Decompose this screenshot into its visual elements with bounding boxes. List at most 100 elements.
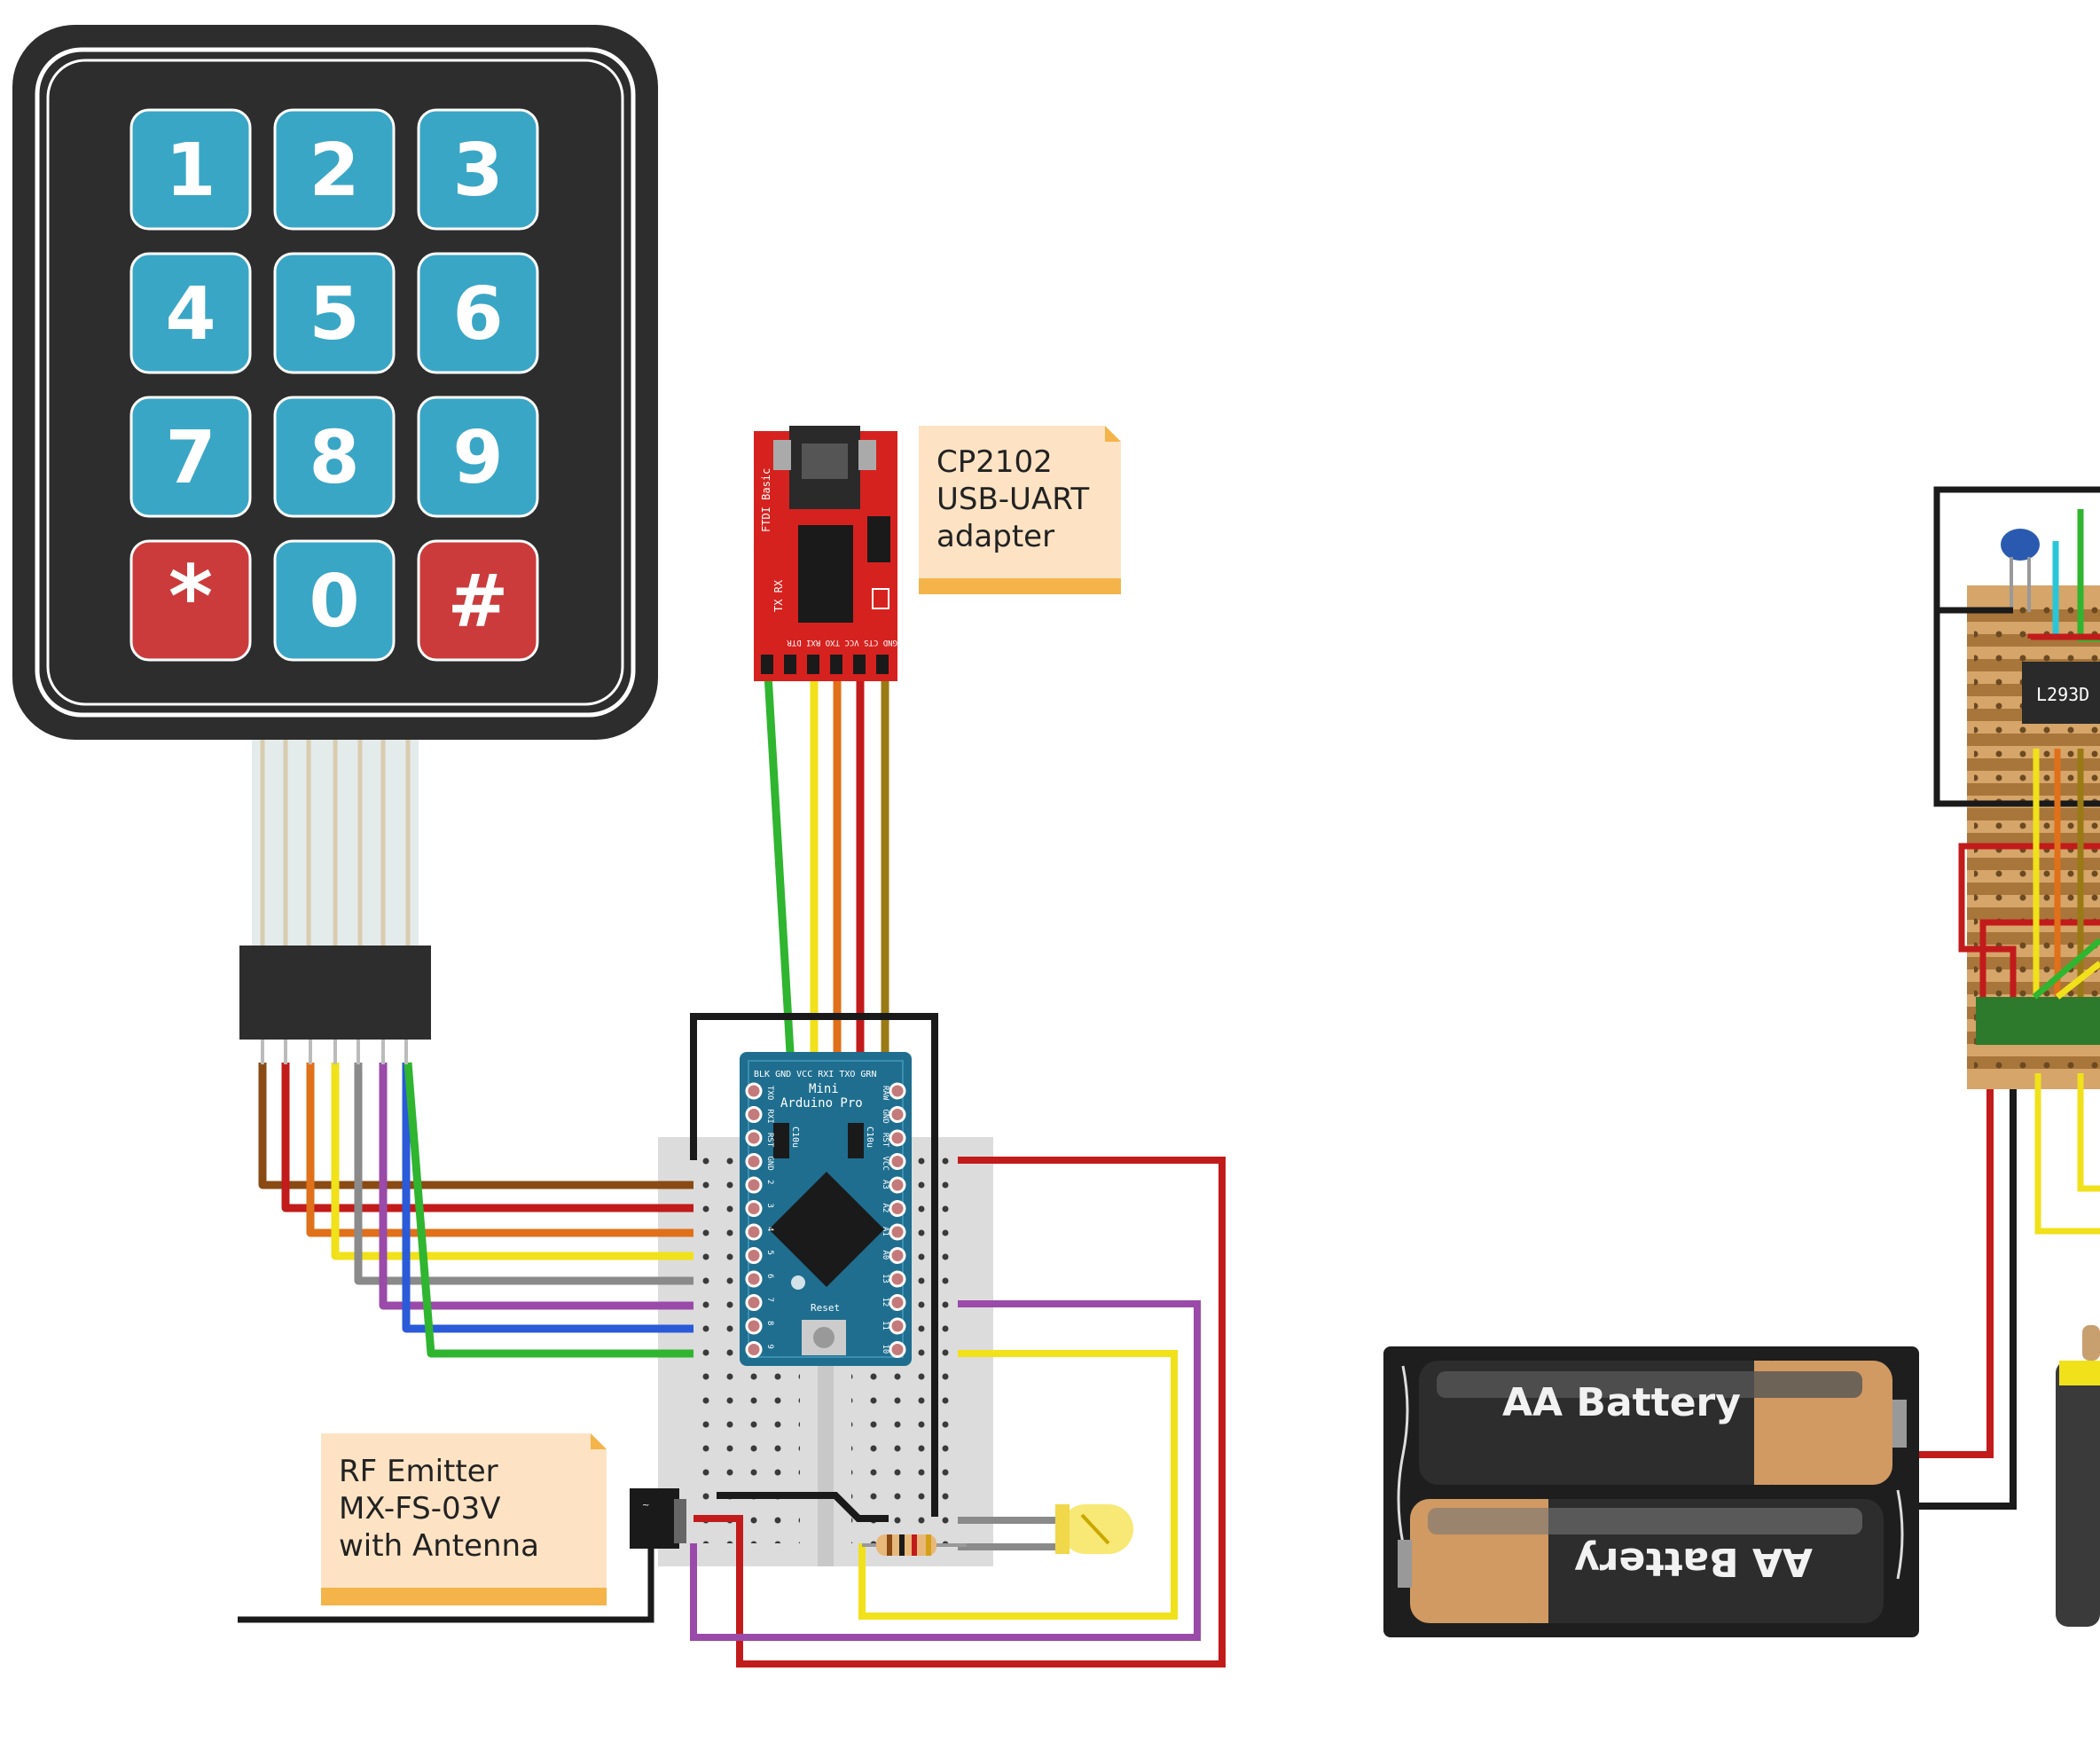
key-label: 1	[165, 129, 215, 213]
arduino-pin	[745, 1317, 763, 1335]
stripboard-wires	[1933, 486, 2100, 1235]
arduino-pin	[745, 1247, 763, 1264]
note-rf-emitter: RF Emitter MX-FS-03V with Antenna	[321, 1433, 607, 1605]
key-8[interactable]: 8	[273, 396, 396, 518]
usb-wires	[764, 673, 889, 1069]
battery-holder: AA Battery AA Battery	[1383, 1346, 1919, 1637]
arduino-pin-label: 2	[765, 1180, 774, 1184]
arduino-pin	[889, 1341, 906, 1358]
arduino-pin-label: RST	[881, 1133, 889, 1148]
arduino-pin-label: GND	[765, 1157, 774, 1171]
svg-text:CP2102 USB-UART ad: CP2102 USB-UART adapter	[936, 444, 1099, 554]
arduino-name-1: Mini	[809, 1082, 839, 1096]
keypad-pins	[261, 1040, 408, 1064]
svg-text:RF Emitter MX-FS-03V: RF Emitter MX-FS-03V with Antenna	[339, 1454, 539, 1564]
ground-wires	[690, 1013, 938, 1522]
note-usb-line1: CP2102	[936, 444, 1053, 480]
arduino-pin	[745, 1129, 763, 1147]
note-usb-adapter: CP2102 USB-UART adapter	[919, 426, 1121, 594]
arduino-reset-label: Reset	[811, 1302, 840, 1314]
key-label: 8	[309, 416, 359, 500]
arduino-pin	[889, 1082, 906, 1100]
arduino-pin	[745, 1341, 763, 1358]
key-2[interactable]: 2	[273, 108, 396, 231]
arduino-pin	[745, 1223, 763, 1241]
arduino-pin-label: VCC	[881, 1157, 889, 1171]
usb-pin-labels: GND CTS VCC TXO RXI DTR	[787, 638, 897, 647]
arduino-pin	[889, 1200, 906, 1217]
key-4[interactable]: 4	[129, 252, 252, 374]
arduino-cap-label-1: C10u	[790, 1126, 800, 1148]
arduino-pin	[889, 1106, 906, 1123]
breadboard-side-wires	[690, 1157, 1226, 1668]
note-usb-line2: USB-UART	[936, 482, 1089, 517]
key-label: 2	[309, 129, 359, 213]
arduino-pin-label: 5	[765, 1251, 774, 1255]
arduino-pin	[745, 1200, 763, 1217]
usb-board-label: FTDI Basic	[760, 468, 772, 532]
key-9[interactable]: 9	[417, 396, 539, 518]
key-3[interactable]: 3	[417, 108, 539, 231]
arduino-pin	[745, 1294, 763, 1311]
arduino-pin-label: A1	[881, 1227, 889, 1236]
key-label: 4	[165, 272, 215, 357]
key-hash[interactable]: #	[417, 539, 539, 662]
yellow-led	[1055, 1504, 1133, 1554]
arduino-pin	[745, 1270, 763, 1288]
arduino-pro-mini: BLK GND VCC RXI TXO GRN Mini Arduino Pro…	[740, 1052, 912, 1366]
key-star[interactable]: *	[129, 539, 252, 662]
dc-motor	[2056, 1325, 2100, 1627]
arduino-pin-label: TXO	[765, 1086, 774, 1100]
arduino-pin-label: 4	[765, 1227, 774, 1231]
arduino-pin	[745, 1082, 763, 1100]
svg-text:~: ~	[642, 1501, 649, 1511]
arduino-pin	[889, 1317, 906, 1335]
key-label: 6	[452, 272, 503, 357]
note-usb-line3: adapter	[936, 519, 1054, 554]
ic-label: L293D	[2036, 684, 2089, 705]
arduino-pin	[889, 1247, 906, 1264]
key-label: 9	[452, 416, 503, 500]
key-0[interactable]: 0	[273, 539, 396, 662]
battery-wires	[1919, 1080, 2017, 1510]
arduino-pin	[745, 1106, 763, 1123]
arduino-pin-label: 7	[765, 1298, 774, 1302]
arduino-pin-label: A0	[881, 1251, 889, 1260]
arduino-pin-label: 11	[881, 1321, 889, 1330]
key-label: #	[448, 560, 509, 644]
usb-uart-adapter: FTDI Basic TX RX GND CTS VCC TXO RXI DTR	[754, 426, 897, 681]
arduino-pin-label: A3	[881, 1180, 889, 1189]
arduino-pin	[889, 1223, 906, 1241]
key-6[interactable]: 6	[417, 252, 539, 374]
arduino-pin-label: GND	[881, 1110, 889, 1124]
arduino-pin-label: 13	[881, 1274, 889, 1283]
usb-led-labels: TX RX	[772, 579, 785, 612]
arduino-pin-label: 6	[765, 1274, 774, 1278]
arduino-pin	[889, 1270, 906, 1288]
battery-label-bottom: AA Battery	[1574, 1539, 1813, 1584]
key-label: 5	[309, 272, 359, 357]
key-7[interactable]: 7	[129, 396, 252, 518]
keypad-wires	[258, 1062, 693, 1358]
key-5[interactable]: 5	[273, 252, 396, 374]
note-rf-line2: MX-FS-03V	[339, 1491, 501, 1526]
arduino-pin-label: 12	[881, 1298, 889, 1307]
battery-label-top: AA Battery	[1502, 1380, 1741, 1425]
arduino-pin-label: 9	[765, 1345, 774, 1349]
arduino-pin	[889, 1153, 906, 1170]
note-rf-line3: with Antenna	[339, 1528, 539, 1564]
arduino-top-pins: BLK GND VCC RXI TXO GRN	[754, 1070, 876, 1079]
keypad-ribbon-cable	[239, 740, 431, 1040]
arduino-pin	[745, 1176, 763, 1194]
arduino-pin-label: A2	[881, 1204, 889, 1213]
key-label: *	[168, 547, 213, 647]
key-1[interactable]: 1	[129, 108, 252, 231]
key-label: 0	[309, 560, 359, 644]
arduino-pin-label: RAW	[881, 1086, 889, 1101]
arduino-pin	[745, 1153, 763, 1170]
arduino-pin	[889, 1176, 906, 1194]
arduino-pin-label: 8	[765, 1321, 774, 1325]
arduino-pin-label: 10	[881, 1345, 889, 1354]
